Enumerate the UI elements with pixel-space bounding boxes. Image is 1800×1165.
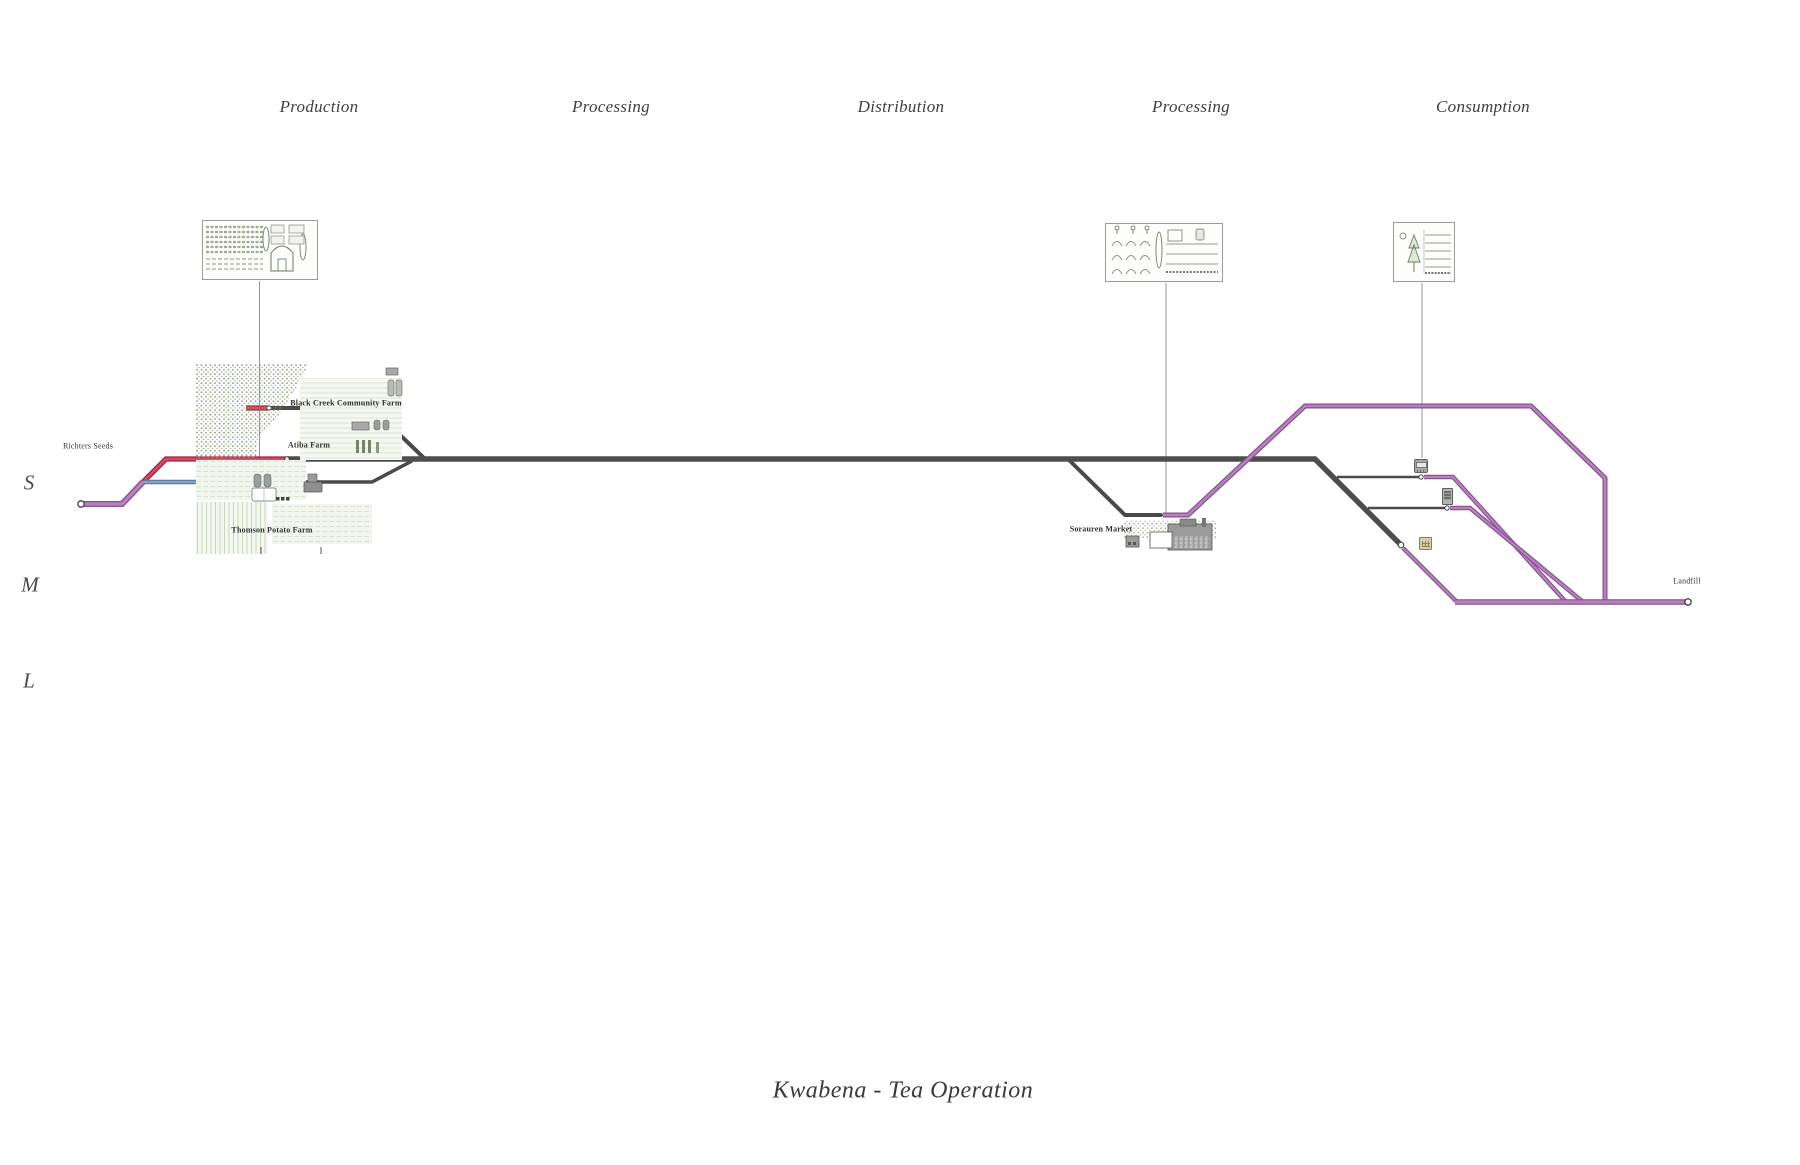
market-thumbnail-sketch [1111,225,1218,275]
tree-sketch [262,226,270,252]
farm-thumbnail [202,220,318,280]
tank-icon [263,473,272,488]
tank-icon [253,473,262,488]
flow-main-distribution [287,456,1403,547]
scale-label-m: M [21,572,39,597]
stage-header-production: Production [279,97,359,116]
shelf-lines [1425,234,1451,268]
legend-box [288,224,305,234]
junction-dot-compost [1397,541,1405,549]
farm-thumbnail-sketch [206,224,307,272]
tractor-icon [303,481,323,493]
flow-appliance2-to-landfill-edge [1450,505,1585,604]
flow-compost-to-landfill [1402,547,1458,603]
junction-dot-appliance1 [1418,474,1424,480]
flow-main-to-market [1066,457,1160,517]
crop-bar [376,442,379,453]
silo-icon [387,379,395,397]
junction-dot-market [1159,513,1163,517]
fridge-appliance-icon [1442,488,1453,505]
junction-dot-appliance2 [1444,505,1450,511]
delivery-truck-icon [351,421,370,431]
home-thumbnail-sketch [1399,230,1451,274]
stage-header-processing-2: Processing [1152,97,1230,116]
flow-appliance1-to-landfill [1424,475,1567,603]
crop-scribbles-light [206,258,263,270]
legend-box [270,224,285,234]
crate-icon [281,497,285,501]
crop-bar [356,440,359,453]
market-windows [1170,536,1210,548]
market-roof [1179,518,1197,527]
field-mid-left [196,460,306,500]
shelf-lines [1166,243,1218,265]
tree-sketch [1155,231,1163,269]
crop-bar [362,440,365,453]
appliance-screen [1415,462,1427,468]
scale-label-l: L [23,668,35,693]
market-illustration [1124,518,1216,551]
stage-header-distribution: Distribution [857,97,945,116]
market-thumbnail [1105,223,1223,282]
sink-node-landfill [1684,598,1692,606]
node-label-sorauren-market: Sorauren Market [1069,524,1133,534]
node-label-thomson-farm: Thomson Potato Farm [231,525,313,535]
barn-sketch [270,245,294,272]
potato-rows [196,502,268,554]
silo-icon [395,379,403,397]
legend-box [288,235,305,245]
flow-seed-purple [84,480,145,506]
truck-window [1128,542,1131,545]
compost-bin-icon [1419,537,1432,550]
crop-scribbles [206,225,263,254]
legend-box [270,235,285,245]
truck-window [1133,542,1136,545]
stage-header-processing: Processing [572,97,650,116]
potted-plants [1114,225,1150,234]
flow-market-to-consumption [1163,404,1607,600]
field-upper-right [300,378,402,460]
appliance-controls [1416,470,1426,473]
source-node-richters [77,500,85,508]
crop-bar [368,440,371,453]
diagram-title: Kwabena - Tea Operation [772,1077,1034,1104]
stage-header-consumption: Consumption [1436,97,1530,116]
jar-sketch [1195,228,1205,241]
kettle-sketch [1399,232,1407,240]
crate-icon [286,497,290,501]
crate-icon [276,497,280,501]
market-stall [1149,531,1173,549]
tree-sketch [299,233,307,261]
tree-area [196,364,308,488]
field-bottom-right [272,504,372,544]
plant-sketch [1408,233,1420,249]
home-thumbnail [1393,222,1455,282]
node-label-landfill: Landfill [1673,576,1701,586]
tractor-cab [307,473,318,483]
bin-grid [1421,541,1430,547]
chimney-icon [1202,518,1206,527]
market-truck-icon [1125,535,1140,548]
stall-arches [1111,241,1151,275]
tank-icon [382,419,390,431]
tank-icon [373,419,381,431]
node-label-black-creek: Black Creek Community Farm [290,398,402,408]
node-label-atiba-farm: Atiba Farm [287,440,331,450]
truck-icon [385,367,399,376]
node-label-richters-seeds: Richters Seeds [62,441,114,451]
kettle-appliance-icon [1414,459,1428,473]
crate-sketch [1167,229,1183,242]
flow-appliance2-to-landfill [1450,506,1584,603]
barn-door [277,258,287,272]
scale-label-s: S [23,470,35,495]
farm-illustration [196,364,403,554]
appliance-panel [1444,491,1451,500]
